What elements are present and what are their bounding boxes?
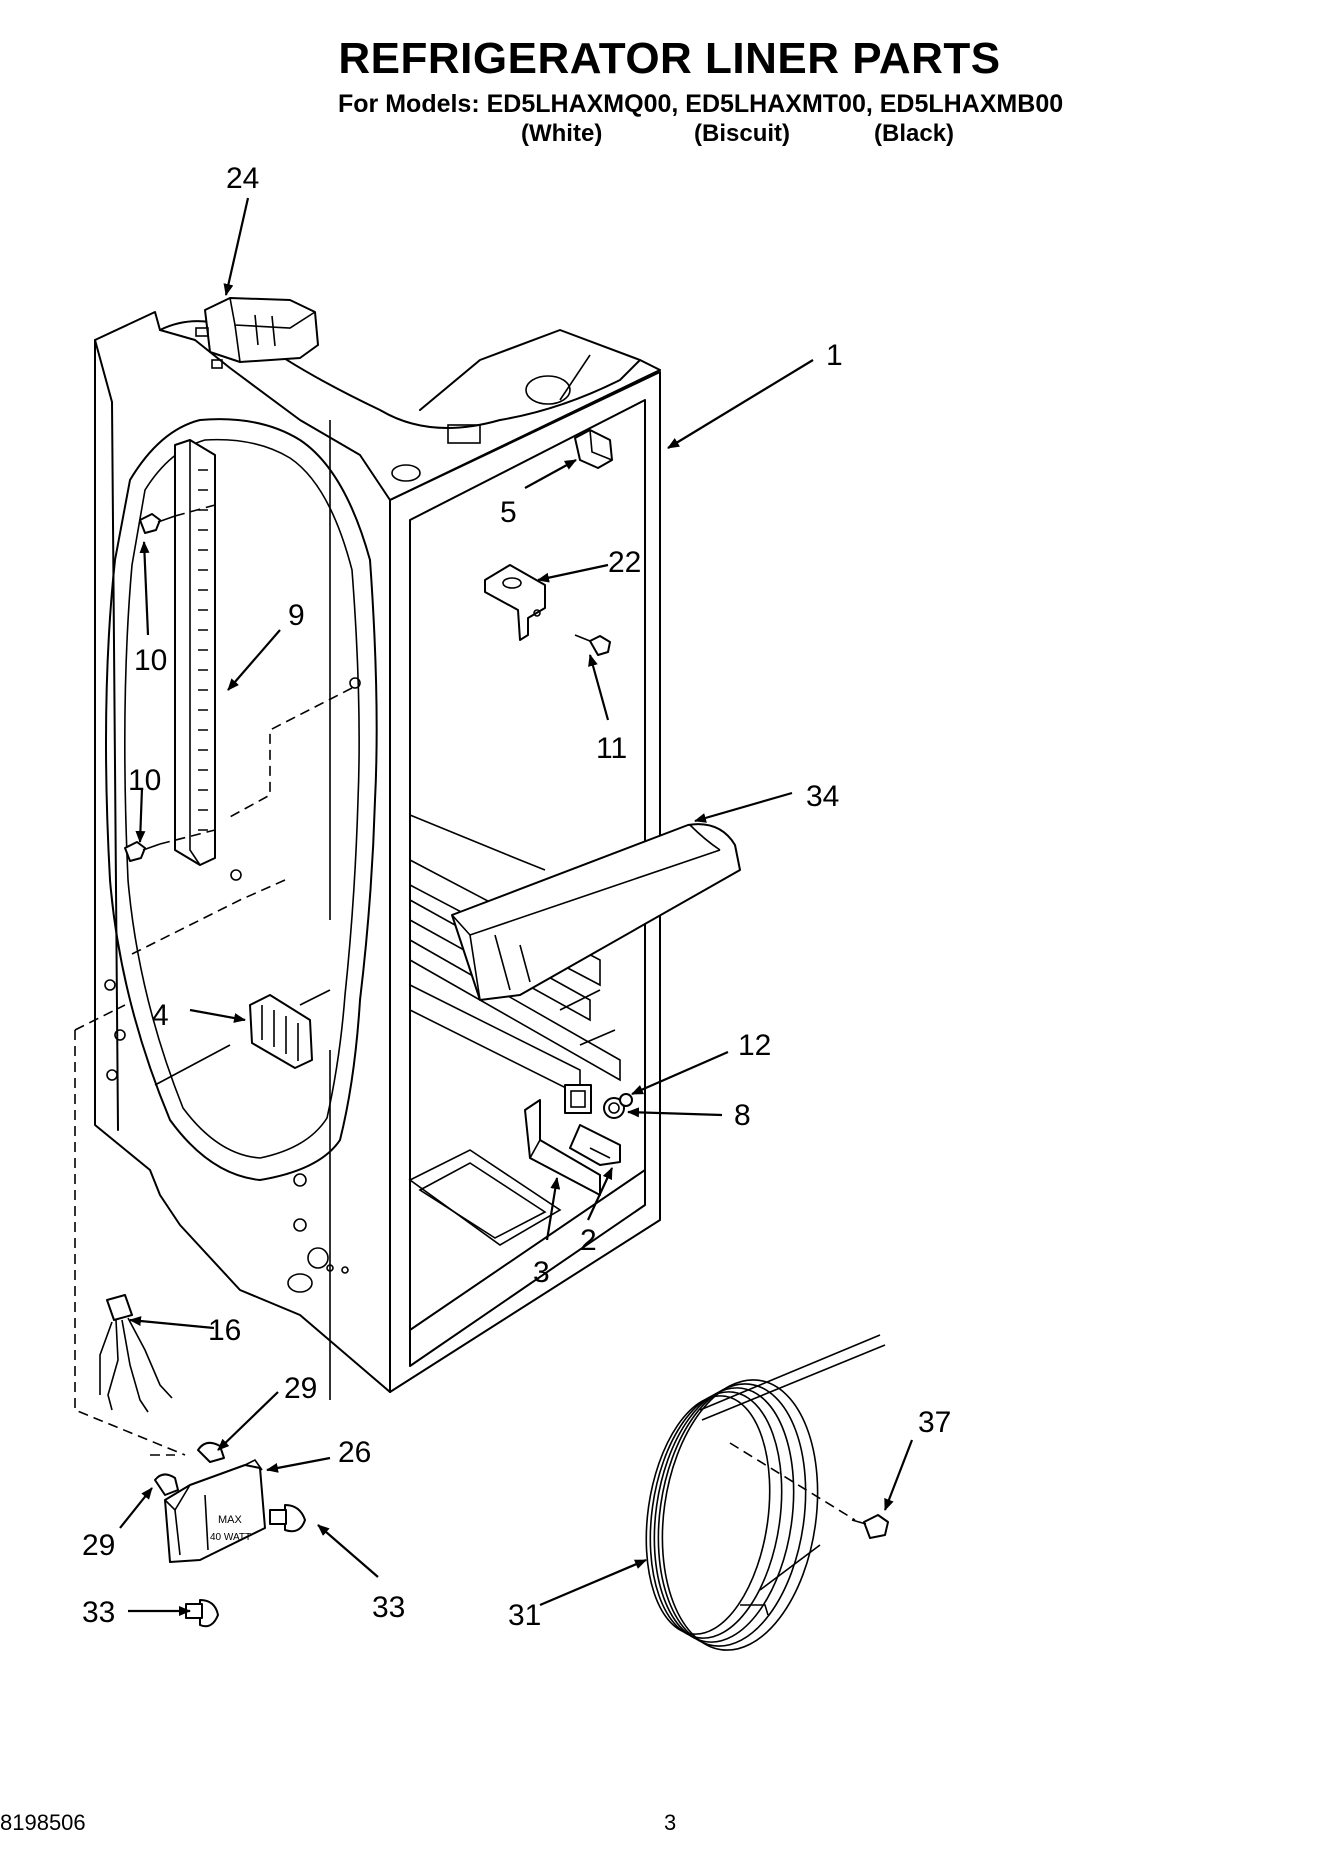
callout-4: 4: [152, 999, 169, 1032]
harness-dash-line: [74, 1030, 186, 1456]
part-2-bracket: [569, 1124, 621, 1166]
callout-37: 37: [918, 1406, 951, 1439]
callout-26: 26: [338, 1436, 371, 1469]
part-29-clip-lower: [154, 1473, 179, 1496]
part-24-control-housing: [195, 297, 319, 369]
lamp-max-text: MAX: [218, 1514, 243, 1526]
part-5-clip: [574, 429, 613, 469]
footer-page-number: 3: [664, 1810, 677, 1835]
part-33-bulb-upper: [269, 1504, 306, 1533]
callout-10-upper: 10: [134, 644, 167, 677]
part-16-wire-harness: [99, 1294, 173, 1413]
part-10-screw-upper: [139, 504, 216, 534]
callout-1: 1: [826, 339, 843, 372]
part-37-screw: [851, 1514, 889, 1539]
part-26-lamp-socket: MAX 40 WATT: [164, 1458, 266, 1563]
callout-labels: 24 1 5 22 11 10 9 10 34 4 12 8 2 3 16 29…: [82, 162, 951, 1632]
part-22-bracket: [484, 564, 546, 641]
part-9-shelf-ladder: [174, 439, 216, 866]
callout-3: 3: [533, 1256, 550, 1289]
color-white: (White): [521, 120, 603, 147]
part-12-part-8-knob: [564, 1084, 633, 1119]
callout-31: 31: [508, 1599, 541, 1632]
color-biscuit: (Biscuit): [694, 120, 790, 147]
callout-8: 8: [734, 1099, 751, 1132]
part-3-bracket: [524, 1099, 601, 1196]
leader-dash-a: [227, 687, 353, 819]
part-34-cover: [451, 823, 741, 1001]
part-29-clip-upper: [197, 1441, 225, 1463]
callout-arrows: [119, 197, 914, 1616]
callout-9: 9: [288, 599, 305, 632]
callout-5: 5: [500, 496, 517, 529]
leader-dash-b: [129, 879, 286, 956]
color-black: (Black): [874, 120, 955, 147]
callout-24: 24: [226, 162, 259, 195]
callout-33-left: 33: [82, 1596, 115, 1629]
tube-dash-line: [729, 1442, 856, 1521]
part-4-air-grille: [249, 994, 313, 1069]
callout-29-upper: 29: [284, 1372, 317, 1405]
part-11-screw: [574, 634, 611, 656]
hole-a: [349, 677, 361, 689]
callout-2: 2: [580, 1224, 597, 1257]
callout-11: 11: [596, 732, 627, 765]
callout-12: 12: [738, 1029, 771, 1062]
callout-34: 34: [806, 780, 839, 813]
callout-10-lower: 10: [128, 764, 161, 797]
part-31-water-tube: [645, 1334, 886, 1651]
callout-16: 16: [208, 1314, 241, 1347]
lamp-watt-text: 40 WATT: [210, 1532, 251, 1543]
callout-29-lower: 29: [82, 1529, 115, 1562]
callout-22: 22: [608, 546, 641, 579]
grille-guide-lines: [154, 989, 331, 1086]
models-line: For Models: ED5LHAXMQ00, ED5LHAXMT00, ED…: [338, 90, 1064, 118]
footer-part-number: 8198506: [0, 1810, 86, 1835]
part-33-bulb-lower: [185, 1599, 219, 1628]
harness-dash-top: [74, 1004, 126, 1031]
hole-b: [230, 869, 242, 881]
part-10-screw-lower: [124, 829, 216, 862]
callout-33-right: 33: [372, 1591, 405, 1624]
page-title: REFRIGERATOR LINER PARTS: [338, 34, 1001, 83]
